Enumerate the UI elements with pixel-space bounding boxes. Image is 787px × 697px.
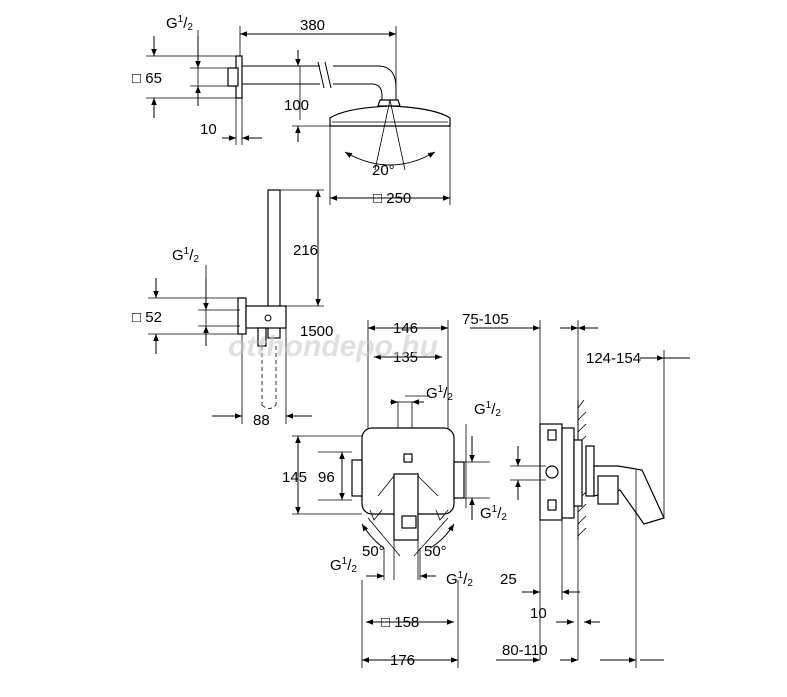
- dim-50-left: 50°: [362, 543, 385, 560]
- hand-shower-view: 216 1500 G1/2 □ 52 88: [132, 189, 333, 429]
- dim-50-right: 50°: [424, 543, 447, 560]
- mixer-side-view: 75-105 124-154 G1/2 25 10 80-110: [462, 311, 690, 668]
- thread-label-mid: G1/2: [172, 246, 199, 265]
- dim-146: 146: [393, 320, 418, 337]
- thread-label-top: G1/2: [166, 14, 193, 33]
- dim-80-110: 80-110: [502, 642, 548, 659]
- dim-96: 96: [318, 469, 335, 486]
- dim-380: 380: [300, 17, 325, 34]
- mixer-front-view: 50° 50° 146 135 G1/2 G1/2 145 96: [282, 320, 501, 669]
- dim-176: 176: [390, 652, 415, 669]
- dim-100: 100: [284, 97, 309, 114]
- arm-connector: [227, 67, 239, 87]
- watermark: otthondepo.hu: [228, 330, 438, 363]
- thread-label-bottom-left: G1/2: [330, 556, 357, 575]
- dim-250: □ 250: [373, 190, 411, 207]
- thread-label-body-top: G1/2: [426, 384, 453, 403]
- dim-25: 25: [500, 571, 517, 588]
- hand-shower: [267, 189, 281, 339]
- holder-flange: [237, 297, 247, 335]
- dim-10-top: 10: [200, 121, 217, 138]
- shower-head-view: 20° 380 100 G1/2 □ 65 10: [132, 14, 451, 207]
- dim-52: □ 52: [132, 309, 162, 326]
- wall-outlet-holder: [245, 305, 287, 329]
- dim-10-bottom: 10: [530, 605, 547, 622]
- dim-88: 88: [253, 412, 270, 429]
- dim-135: 135: [393, 349, 418, 366]
- dim-124-154: 124-154: [586, 350, 641, 367]
- thread-label-bottom-right: G1/2: [446, 570, 473, 589]
- shower-arm: [242, 65, 320, 85]
- dim-216: 216: [293, 242, 318, 259]
- dim-145: 145: [282, 469, 307, 486]
- dim-65: □ 65: [132, 70, 162, 87]
- thread-label-body-right: G1/2: [474, 400, 501, 419]
- dim-1500: 1500: [300, 323, 333, 340]
- dim-158: □ 158: [381, 614, 419, 631]
- rain-shower-head: [329, 105, 451, 127]
- thread-label-side: G1/2: [480, 504, 507, 523]
- dim-75-105: 75-105: [462, 311, 509, 328]
- dim-spray-angle: 20°: [372, 162, 395, 179]
